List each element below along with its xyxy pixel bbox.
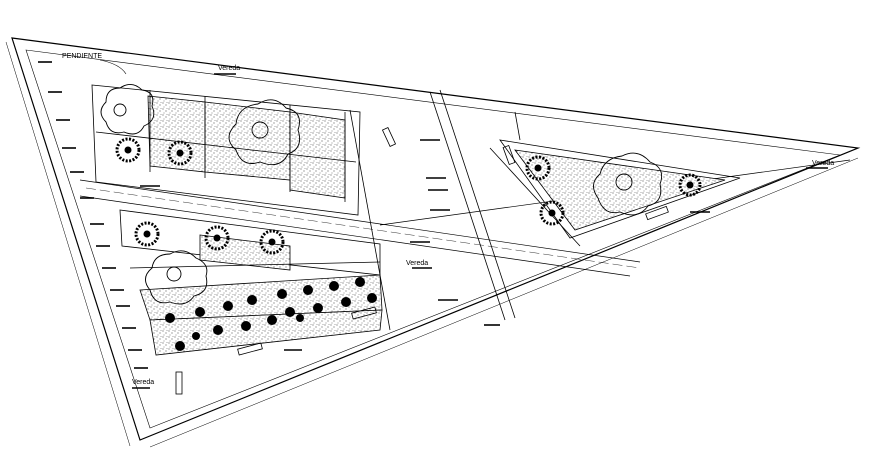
large-tree-2 bbox=[228, 99, 301, 166]
dimension-ticks-inner bbox=[132, 73, 828, 389]
pendiente-arrow bbox=[99, 59, 127, 75]
upper-garden-beds bbox=[91, 84, 361, 216]
section-lines bbox=[349, 89, 521, 331]
vereda-label-top: Vereda bbox=[218, 65, 240, 72]
dimension-ticks-left bbox=[38, 61, 148, 369]
small-trees bbox=[115, 137, 702, 255]
large-tree-3 bbox=[145, 250, 208, 305]
vereda-label-mid: Vereda bbox=[406, 260, 428, 267]
vereda-label-bottom: Vereda bbox=[132, 379, 154, 386]
road-band bbox=[79, 159, 851, 277]
lot-boundary bbox=[5, 37, 861, 448]
large-tree-4 bbox=[593, 152, 663, 216]
shrub-clusters bbox=[165, 277, 377, 351]
large-tree-1 bbox=[100, 84, 155, 135]
vereda-label-right: Vereda bbox=[812, 160, 834, 167]
benches bbox=[175, 127, 669, 395]
right-plaza bbox=[489, 139, 741, 247]
middle-garden-beds bbox=[119, 209, 383, 356]
pendiente-label: PENDIENTE bbox=[62, 53, 102, 60]
